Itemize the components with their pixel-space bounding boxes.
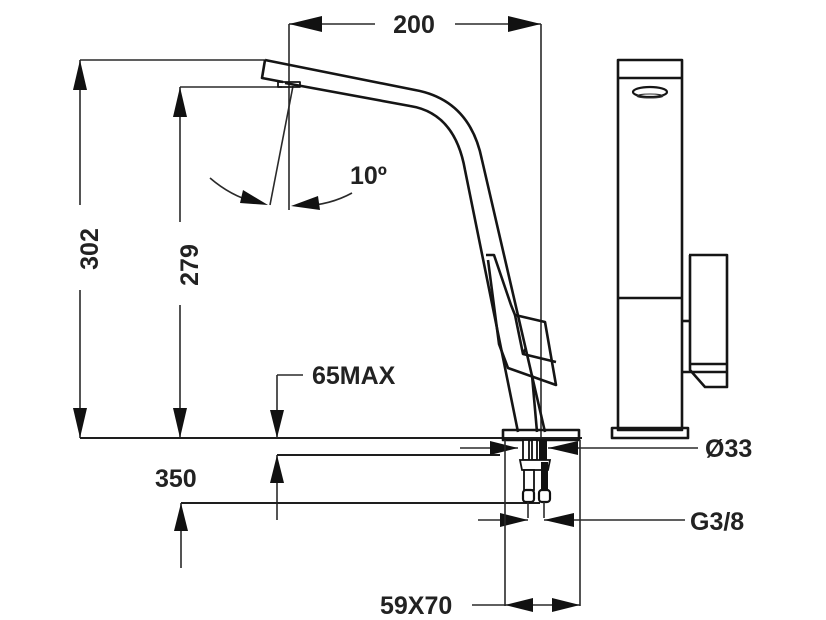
tap-front-view	[610, 58, 729, 440]
label-connection-thread: G3/8	[690, 508, 744, 536]
label-mounting-hole: 59X70	[380, 592, 452, 620]
dimension-spout-height: 279	[173, 86, 282, 438]
label-countertop-thickness: 65MAX	[312, 362, 396, 390]
dimension-spout-reach: 200	[288, 11, 542, 440]
dimension-hose-length: 350	[155, 465, 540, 568]
dimension-swivel-angle: 10º	[209, 85, 387, 210]
hose-connectors	[518, 439, 552, 518]
label-total-height: 302	[76, 228, 104, 270]
label-base-diameter: Ø33	[705, 435, 752, 463]
label-spout-height: 279	[176, 244, 204, 286]
label-swivel-angle: 10º	[350, 162, 387, 190]
label-spout-reach: 200	[393, 11, 435, 39]
dimension-mounting-hole: 59X70	[380, 440, 581, 620]
dimension-base-diameter: Ø33	[460, 435, 752, 463]
tap-side-view	[260, 58, 581, 442]
label-hose-length: 350	[155, 465, 197, 493]
dimension-connection-thread: G3/8	[478, 508, 744, 536]
dimension-countertop-thickness: 65MAX	[270, 362, 500, 520]
dimension-total-height: 302	[73, 59, 265, 438]
